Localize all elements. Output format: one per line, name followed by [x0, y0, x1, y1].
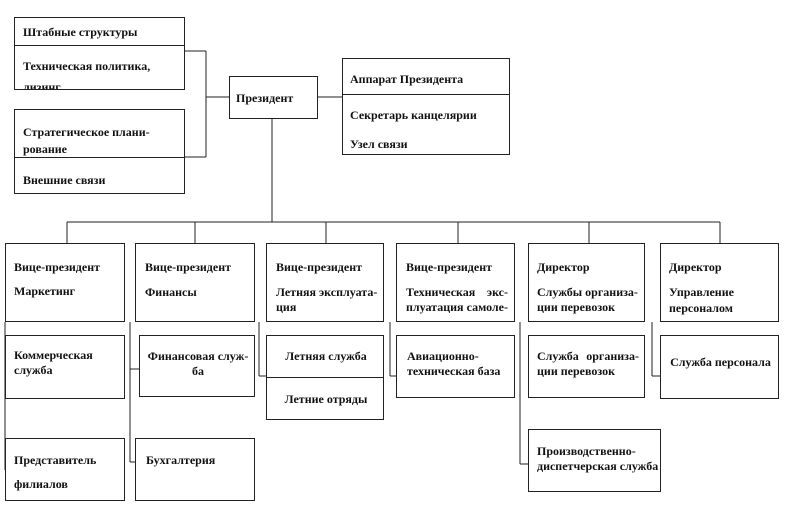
strategic-planning-box: Стратегическое плани- рование [14, 109, 185, 158]
personnel-service-box: Служба персонала [660, 335, 779, 399]
director-transport-area-line2: ции перевозок [537, 300, 616, 314]
transport-service-line1: Служба организа- [537, 349, 639, 363]
director-personnel-area-line2: персоналом [669, 301, 733, 315]
vp-technical-operation-area-line1: Техническая экс- [406, 285, 508, 299]
strategic-planning-line2: рование [23, 142, 68, 156]
apparatus-box: Аппарат Президента Секретарь канцелярии … [342, 58, 510, 155]
vp-flight-operations-box: Вице-президент Летняя эксплуата- ция [266, 243, 384, 322]
technical-policy-line1: Техническая политика, [23, 59, 151, 73]
vp-marketing-area: Маркетинг [14, 284, 76, 298]
president-label: Президент [236, 91, 294, 105]
vp-finance-title: Вице-президент [145, 260, 232, 274]
external-relations-box: Внешние связи [14, 157, 185, 194]
personnel-service-label: Служба персонала [670, 355, 771, 369]
apparatus-divider [343, 94, 509, 95]
branch-representative-line2: филиалов [14, 477, 68, 491]
vp-technical-operation-area-line2: плуатация самоле- [406, 300, 508, 314]
flight-crews-label: Летние отряды [284, 392, 368, 406]
vp-technical-operation-title: Вице-президент [406, 260, 493, 274]
vp-flight-operations-area-line2: ция [276, 300, 297, 314]
dispatch-service-line1: Производственно- [537, 444, 636, 458]
vp-marketing-box: Вице-президент Маркетинг [5, 243, 125, 322]
financial-service-line2: ба [192, 364, 204, 378]
vp-flight-operations-area-line1: Летняя эксплуата- [276, 285, 378, 299]
president-box: Президент [229, 76, 318, 119]
flight-crews-box: Летние отряды [266, 377, 384, 420]
aviation-technical-base-box: Авиационно- техническая база [396, 335, 515, 398]
external-relations-label: Внешние связи [23, 173, 106, 187]
technical-policy-line2: лизинг [23, 80, 61, 90]
director-personnel-title: Директор [669, 260, 722, 274]
financial-service-box: Финансовая служ- ба [139, 335, 255, 397]
accounting-box: Бухгалтерия [135, 438, 255, 501]
transport-service-line2: ции перевозок [537, 364, 616, 378]
aviation-technical-base-line2: техническая база [407, 364, 501, 378]
vp-technical-operation-box: Вице-президент Техническая экс- плуатаци… [396, 243, 515, 322]
technical-policy-box: Техническая политика, лизинг [14, 45, 185, 90]
director-transport-box: Директор Службы организа- ции перевозок [528, 243, 645, 322]
vp-finance-box: Вице-президент Финансы [135, 243, 255, 322]
flight-service-label: Летняя служба [285, 349, 367, 363]
apparatus-title: Аппарат Президента [350, 72, 464, 86]
branch-representative-line1: Представитель [14, 453, 97, 467]
dispatch-service-box: Производственно- диспетчерская служба [528, 429, 661, 492]
staff-structures-box: Штабные структуры [14, 17, 185, 46]
director-transport-title: Директор [537, 260, 590, 274]
financial-service-line1: Финансовая служ- [147, 349, 249, 363]
transport-service-box: Служба организа- ции перевозок [528, 335, 645, 398]
director-transport-area-line1: Службы организа- [537, 285, 638, 299]
chancellery-secretary-label: Секретарь канцелярии [350, 108, 477, 122]
commercial-service-line1: Коммерческая [14, 348, 93, 362]
aviation-technical-base-line1: Авиационно- [407, 349, 479, 363]
director-personnel-box: Директор Управление персоналом [660, 243, 779, 322]
dispatch-service-line2: диспетчерская служба [537, 459, 659, 473]
commercial-service-line2: служба [14, 363, 53, 377]
accounting-label: Бухгалтерия [146, 453, 216, 467]
vp-marketing-title: Вице-президент [14, 260, 101, 274]
branch-representative-box: Представитель филиалов [5, 438, 125, 501]
vp-finance-area: Финансы [145, 285, 197, 299]
flight-service-box: Летняя служба [266, 335, 384, 378]
vp-flight-operations-title: Вице-президент [276, 260, 363, 274]
staff-structures-title: Штабные структуры [23, 25, 138, 39]
director-personnel-area-line1: Управление [669, 285, 734, 299]
strategic-planning-line1: Стратегическое плани- [23, 125, 150, 139]
commercial-service-box: Коммерческая служба [5, 335, 125, 399]
communication-node-label: Узел связи [350, 137, 408, 151]
